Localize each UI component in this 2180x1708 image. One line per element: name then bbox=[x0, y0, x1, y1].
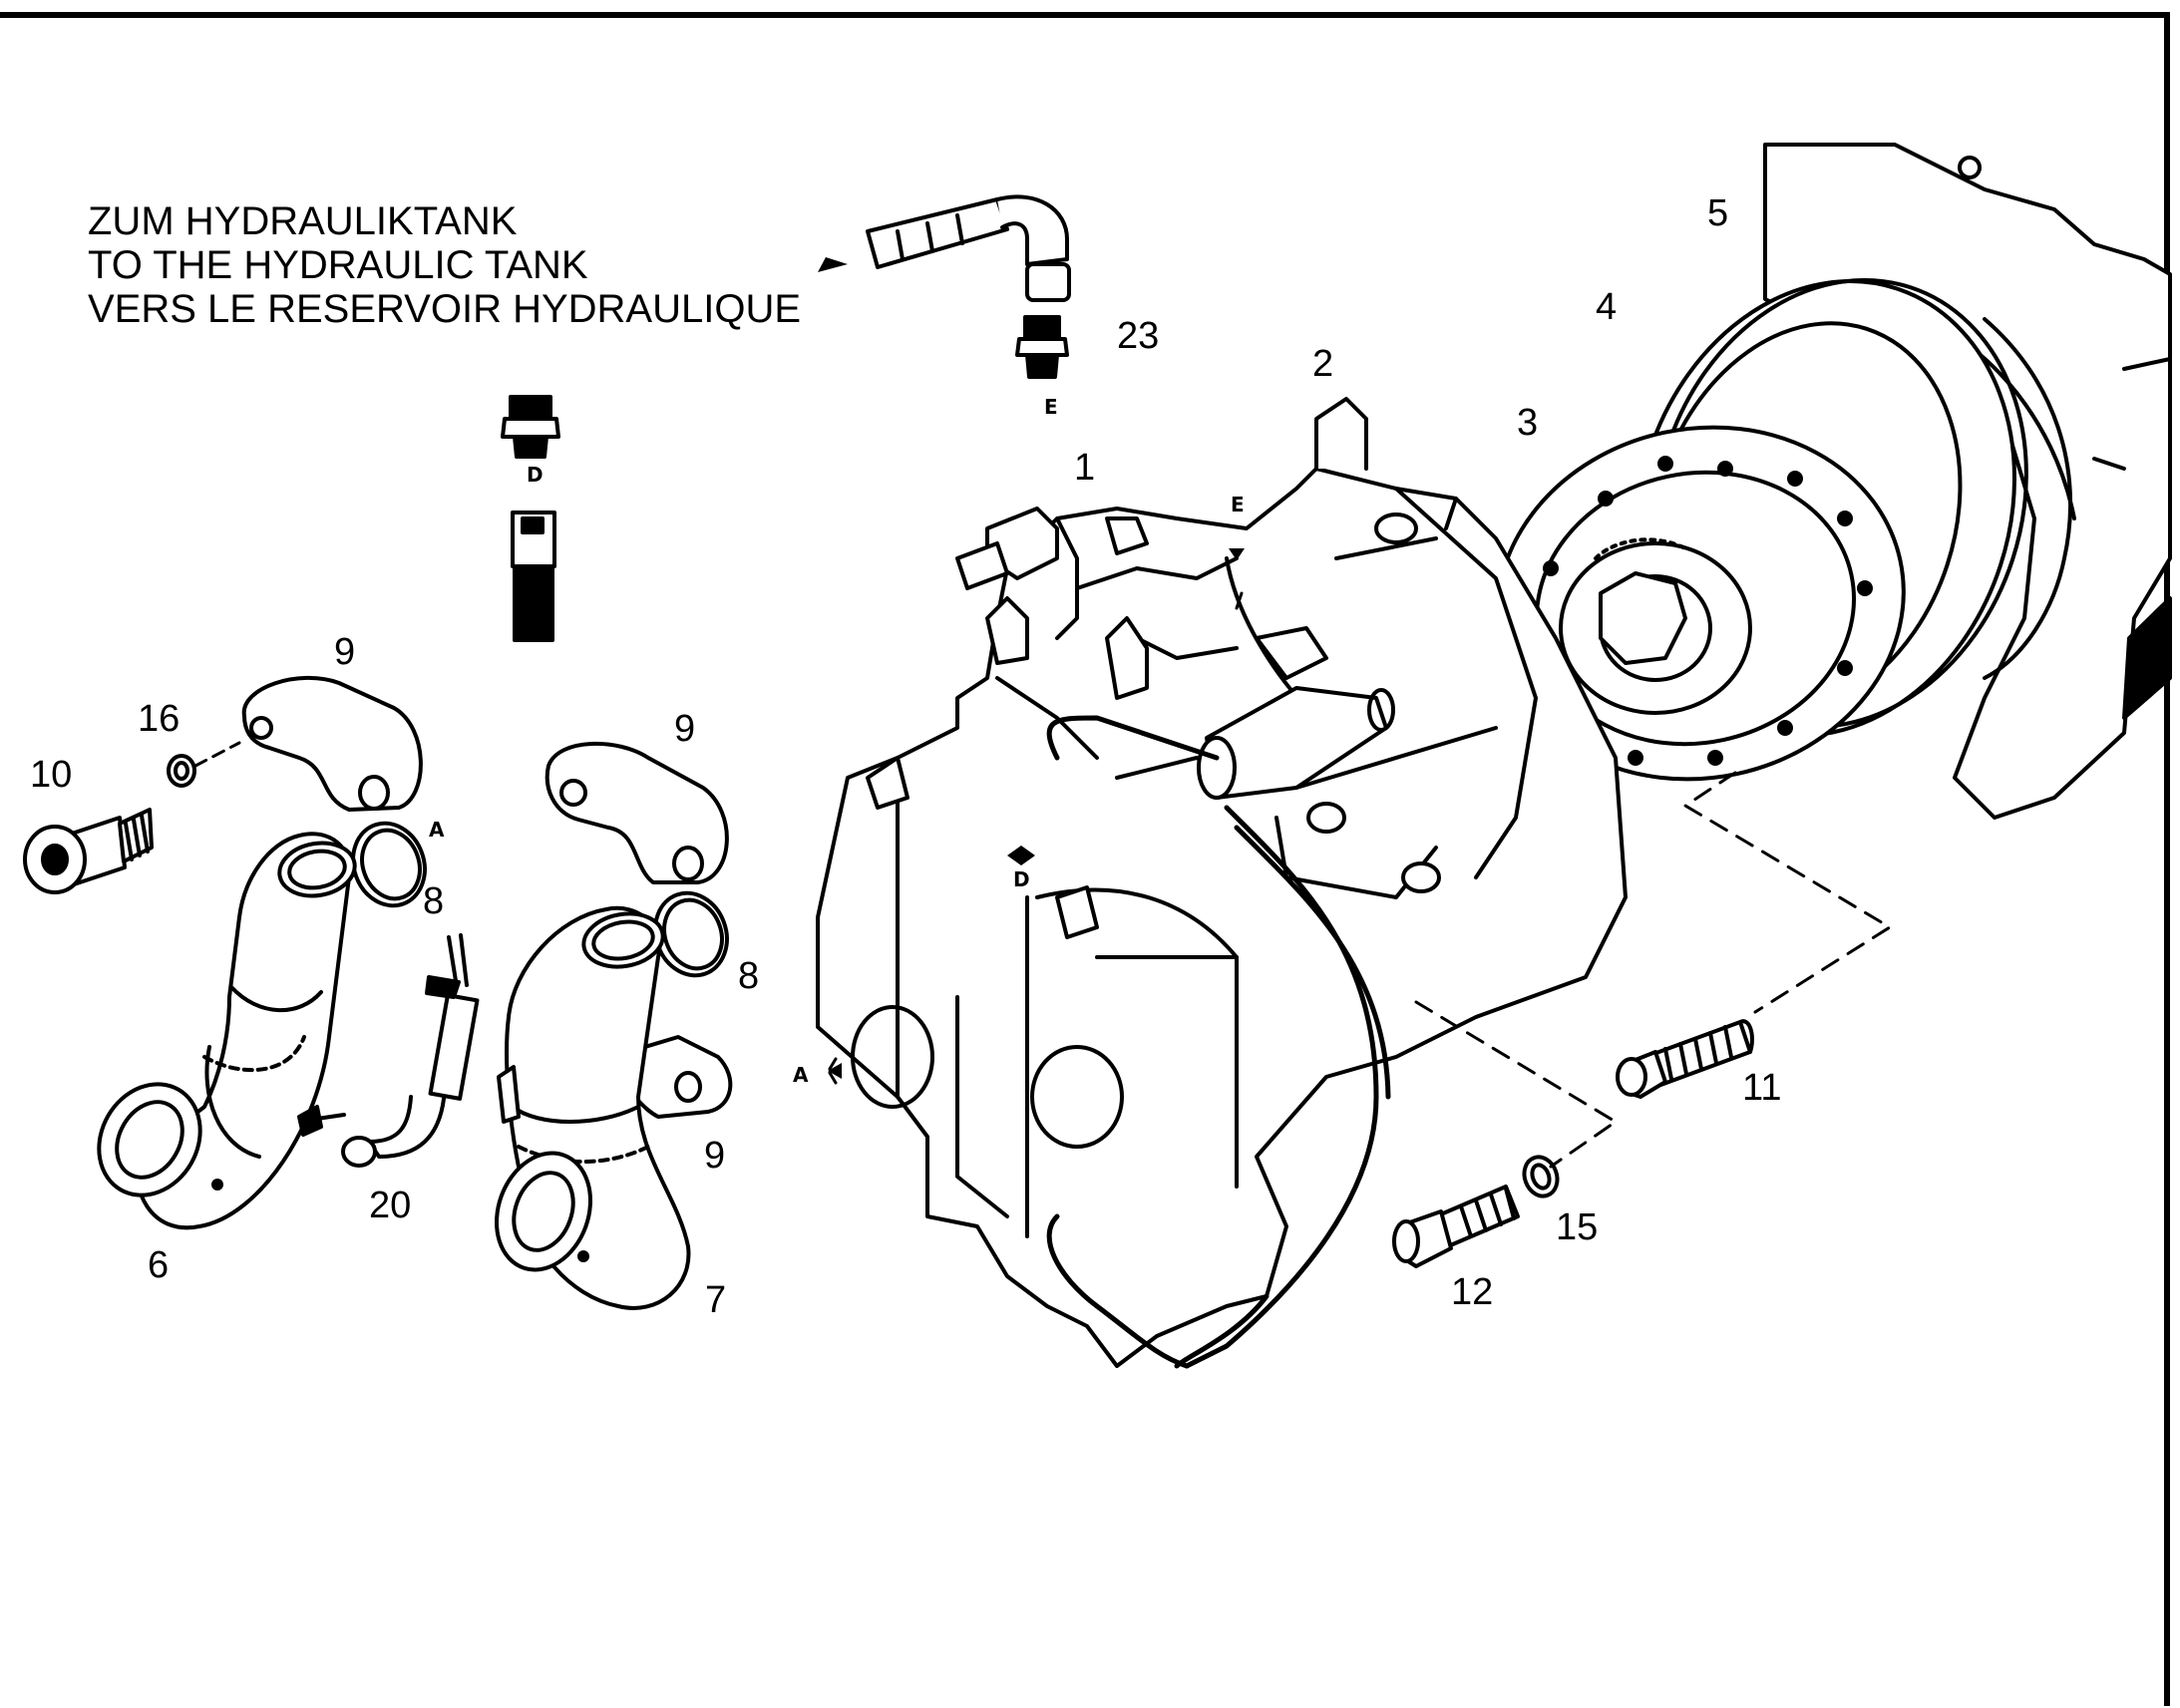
washer-15 bbox=[1522, 1155, 1560, 1198]
flow-arrow bbox=[818, 257, 848, 272]
hex-bolt-11 bbox=[1616, 1019, 1754, 1099]
marker-d bbox=[1007, 846, 1035, 865]
assembly-leader-lines bbox=[1235, 591, 1892, 1169]
callout-11: 11 bbox=[1742, 1067, 1782, 1109]
callout-15: 15 bbox=[1556, 1206, 1599, 1248]
coupling-flange bbox=[1495, 425, 1906, 782]
callout-8-upper: 8 bbox=[423, 880, 445, 922]
washer-16 bbox=[167, 754, 196, 788]
split-flange-9-middle bbox=[545, 741, 729, 884]
callout-9-upper: 9 bbox=[334, 631, 356, 673]
fitting-23 bbox=[1015, 315, 1069, 379]
callout-7: 7 bbox=[705, 1279, 727, 1321]
callout-10: 10 bbox=[30, 754, 73, 796]
connection-letter-d-fitting: D bbox=[527, 463, 544, 487]
connection-letter-a-flange: A bbox=[429, 818, 445, 842]
o-ring-8-upper bbox=[351, 821, 427, 908]
callout-12: 12 bbox=[1451, 1271, 1494, 1313]
note-line-en: TO THE HYDRAULIC TANK bbox=[88, 243, 588, 287]
callout-16: 16 bbox=[138, 698, 181, 740]
tank-return-hose bbox=[866, 194, 1071, 302]
connection-letter-e-housing: E bbox=[1231, 493, 1245, 516]
callout-20: 20 bbox=[369, 1185, 412, 1226]
marker-a bbox=[828, 1063, 842, 1079]
marker-e bbox=[1229, 548, 1245, 560]
hose-20 bbox=[315, 933, 480, 1168]
callout-9-lower: 9 bbox=[704, 1135, 726, 1177]
control-valves bbox=[866, 507, 1328, 939]
connection-letter-d-housing: D bbox=[1013, 867, 1030, 891]
note-line-de: ZUM HYDRAULIKTANK bbox=[88, 199, 518, 243]
drawing-frame bbox=[0, 12, 2170, 1706]
note-line-fr: VERS LE RESERVOIR HYDRAULIQUE bbox=[88, 287, 802, 331]
callout-6: 6 bbox=[148, 1244, 170, 1286]
callout-1: 1 bbox=[1074, 447, 1096, 489]
fitting-d-hose bbox=[511, 511, 556, 642]
callout-2: 2 bbox=[1312, 343, 1334, 385]
fitting-d bbox=[501, 395, 560, 459]
callout-3: 3 bbox=[1517, 402, 1539, 444]
hex-bolt-12 bbox=[1392, 1185, 1520, 1268]
cap-screw-10 bbox=[23, 808, 154, 894]
split-flange-9-upper bbox=[241, 675, 423, 812]
suction-elbow-6 bbox=[97, 832, 357, 1230]
hydraulic-tank-note: ZUM HYDRAULIKTANK TO THE HYDRAULIC TANK … bbox=[88, 199, 801, 331]
callout-5: 5 bbox=[1707, 192, 1729, 234]
callout-9-middle: 9 bbox=[674, 708, 696, 750]
callout-4: 4 bbox=[1596, 286, 1618, 328]
pipe-lines bbox=[1046, 715, 1391, 1369]
connection-letter-a-housing: A bbox=[793, 1063, 809, 1087]
callout-23: 23 bbox=[1117, 315, 1160, 357]
transmission-housing bbox=[816, 397, 1628, 1368]
callout-8-lower: 8 bbox=[738, 955, 760, 997]
suction-elbow-7 bbox=[494, 905, 691, 1310]
connection-letter-e-fitting: E bbox=[1044, 395, 1058, 419]
